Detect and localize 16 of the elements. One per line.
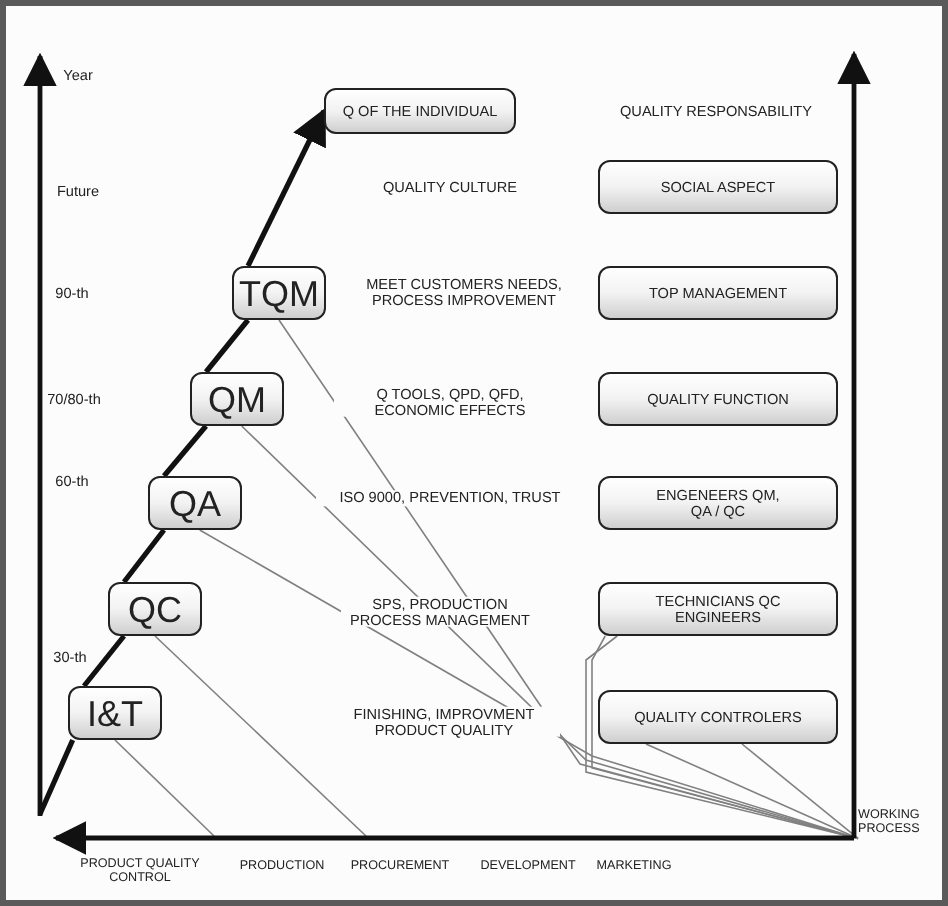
connector-line: [121, 528, 167, 584]
stage-box: I&T: [68, 686, 162, 740]
guide-line: [240, 425, 859, 840]
stage-box: QM: [190, 372, 284, 426]
connector-line: [162, 424, 208, 478]
connector-line: [245, 107, 327, 268]
guide-line: [741, 743, 859, 840]
stage-box: QA: [148, 476, 242, 530]
guide-line: [114, 739, 215, 837]
connector-line: [81, 634, 126, 688]
connector-line: [37, 738, 76, 816]
stage-box: QC: [108, 582, 202, 636]
stage-box: TQM: [232, 266, 326, 320]
guide-line: [154, 635, 367, 837]
guide-line: [198, 529, 859, 840]
connector-line: [203, 318, 250, 374]
